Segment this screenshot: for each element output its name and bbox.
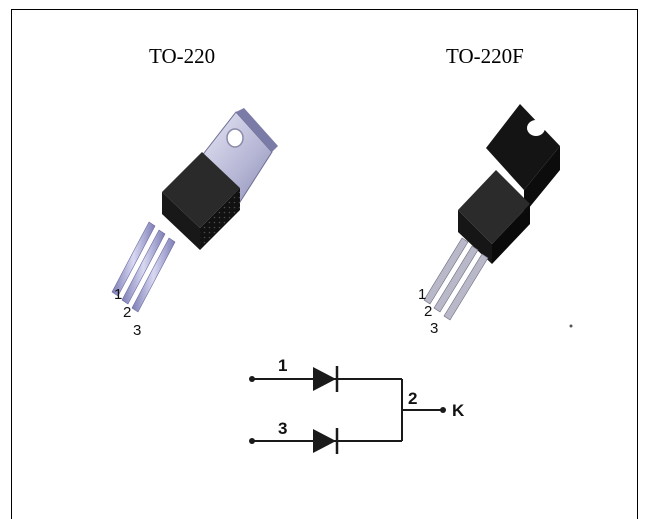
to220f-package-image: 1 2 3 bbox=[418, 104, 573, 337]
diode-bottom bbox=[313, 428, 339, 454]
figure-frame bbox=[11, 9, 638, 519]
to220-pin-2-label: 2 bbox=[123, 304, 131, 321]
package-title-to220: TO-220 bbox=[149, 44, 216, 68]
cathode-terminal bbox=[440, 407, 446, 413]
to220f-pin-3-label: 3 bbox=[430, 320, 438, 337]
schematic-pin-3-label: 3 bbox=[278, 419, 287, 438]
to220f-leads bbox=[423, 237, 489, 321]
to220-pin-3-label: 3 bbox=[133, 322, 141, 339]
schematic-k-label: K bbox=[452, 401, 465, 420]
schematic-pin-1-label: 1 bbox=[278, 356, 287, 375]
to220-package-image: 1 2 3 bbox=[111, 108, 278, 339]
to220-pin-1-label: 1 bbox=[114, 286, 122, 303]
to220f-pin-1-label: 1 bbox=[418, 286, 426, 303]
pin-3-terminal bbox=[249, 438, 255, 444]
to220-leads bbox=[111, 221, 176, 313]
to220-metal-tab bbox=[196, 108, 278, 203]
diode-top bbox=[313, 366, 339, 392]
to220f-body bbox=[458, 104, 560, 264]
to220-body bbox=[162, 152, 240, 250]
schematic-pin-2-label: 2 bbox=[408, 389, 417, 408]
pin-1-terminal bbox=[249, 376, 255, 382]
common-cathode-schematic: 1 3 2 K bbox=[249, 356, 465, 454]
package-title-to220f: TO-220F bbox=[446, 44, 524, 68]
to220f-pin-2-label: 2 bbox=[424, 303, 432, 320]
speck-dot bbox=[569, 324, 573, 328]
